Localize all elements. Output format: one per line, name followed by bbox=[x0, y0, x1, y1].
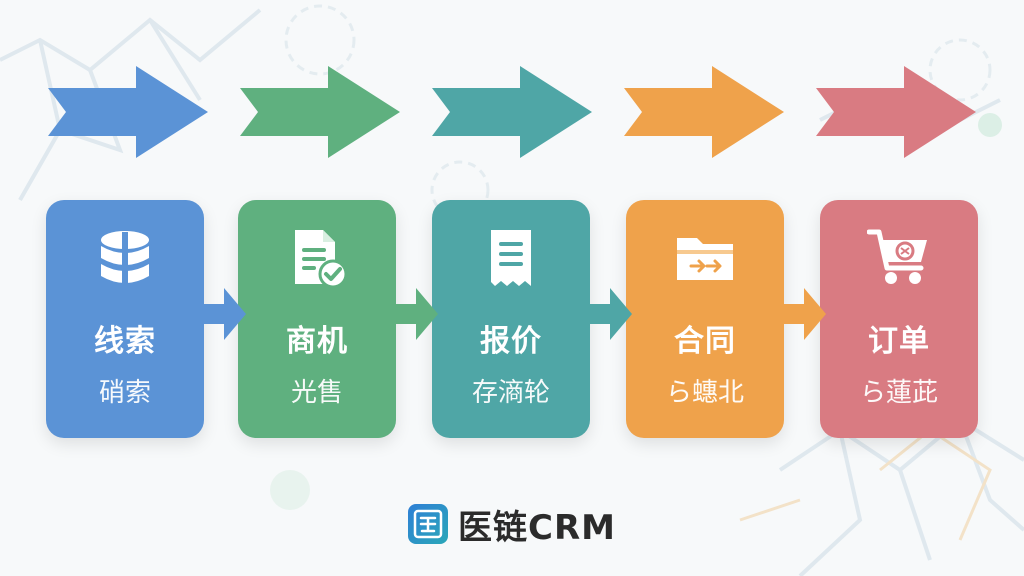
step-title: 合同 bbox=[674, 324, 736, 359]
step-title: 线索 bbox=[94, 324, 156, 359]
connector-arrow-2 bbox=[394, 288, 438, 340]
step-subtitle: ら蓮茈 bbox=[859, 378, 938, 408]
flow-arrow-5 bbox=[816, 66, 976, 158]
flow-arrow-4 bbox=[624, 66, 784, 158]
connector-arrow-4 bbox=[782, 288, 826, 340]
step-title: 商机 bbox=[286, 324, 348, 359]
step-title: 报价 bbox=[480, 324, 542, 359]
flow-arrow-2 bbox=[240, 66, 400, 158]
step-subtitle: ら蟪北 bbox=[665, 378, 744, 408]
step-subtitle: 硝索 bbox=[98, 378, 151, 408]
flow-arrow-3 bbox=[432, 66, 592, 158]
connector-arrow-3 bbox=[588, 288, 632, 340]
step-card-opportunity: 商机 光售 bbox=[238, 200, 396, 438]
step-card-leads: 线索 硝索 bbox=[46, 200, 204, 438]
step-subtitle: 光售 bbox=[290, 378, 343, 408]
step-subtitle: 存滳轮 bbox=[471, 378, 550, 408]
step-title: 订单 bbox=[868, 324, 930, 359]
connector-arrow-1 bbox=[202, 288, 246, 340]
flow-arrow-1 bbox=[48, 66, 208, 158]
brand-badge-glyph bbox=[413, 509, 443, 539]
brand-name: 医链CRM bbox=[458, 507, 616, 548]
document-check-icon bbox=[295, 230, 348, 289]
receipt-icon bbox=[491, 230, 531, 286]
brand-logo: 医链CRM bbox=[0, 500, 1024, 548]
brand-badge-icon bbox=[408, 504, 449, 544]
step-card-quote: 报价 存滳轮 bbox=[432, 200, 590, 438]
shopping-cart-icon bbox=[867, 229, 927, 284]
step-card-contract: 合同 ら蟪北 bbox=[626, 200, 784, 438]
database-icon bbox=[101, 231, 149, 286]
folder-arrow-icon bbox=[677, 238, 733, 280]
step-card-order: 订单 ら蓮茈 bbox=[820, 200, 978, 438]
